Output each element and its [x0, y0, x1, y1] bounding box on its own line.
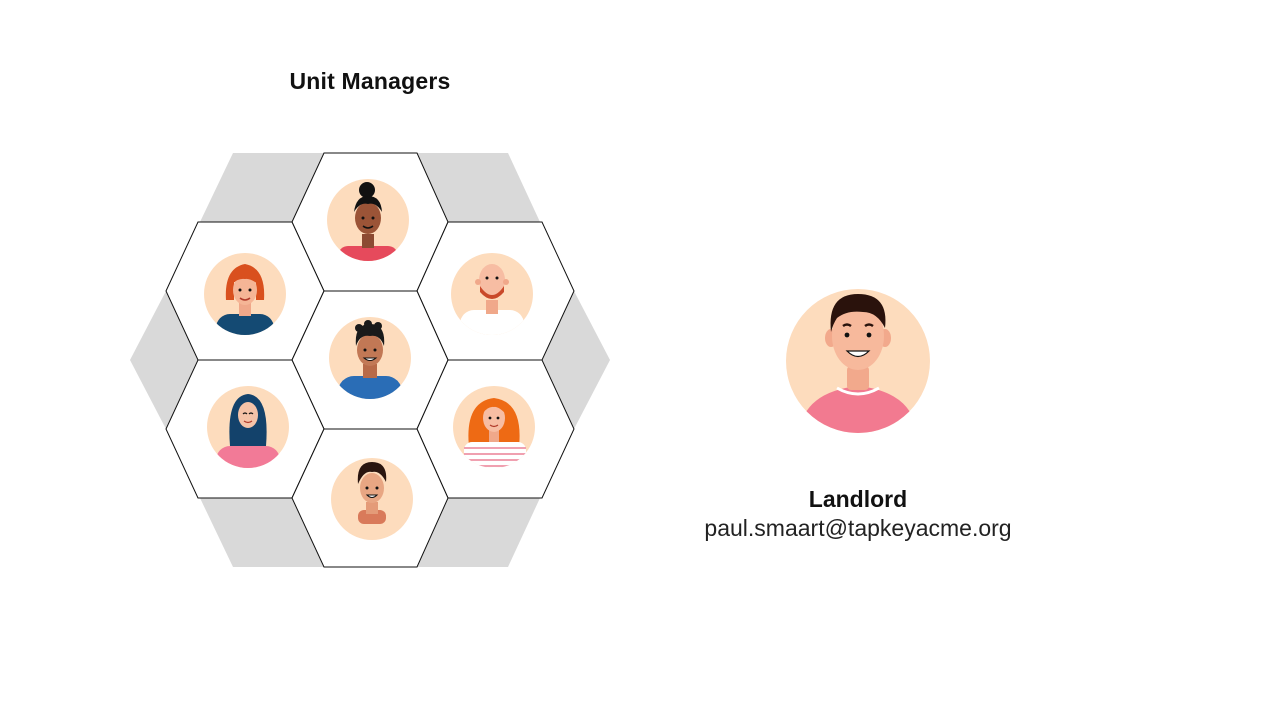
bald-bearded-man-avatar-icon	[451, 253, 533, 335]
curly-hair-man-avatar-icon	[329, 317, 411, 399]
man-dark-hair-avatar-icon	[786, 289, 930, 433]
landlord-email: paul.smaart@tapkeyacme.org	[704, 515, 1012, 541]
unit-managers-honeycomb	[130, 152, 610, 568]
young-man-avatar-icon	[331, 458, 413, 540]
woman-hijab-avatar-icon	[207, 386, 289, 468]
woman-red-bob-avatar-icon	[204, 253, 286, 335]
honeycomb-filler	[130, 153, 610, 567]
unit-managers-title: Unit Managers	[289, 68, 451, 94]
woman-orange-hair-avatar-icon	[453, 386, 535, 468]
landlord-role-label: Landlord	[808, 486, 908, 512]
honeycomb-cells	[165, 152, 575, 568]
woman-hair-bun-avatar-icon	[327, 179, 409, 261]
